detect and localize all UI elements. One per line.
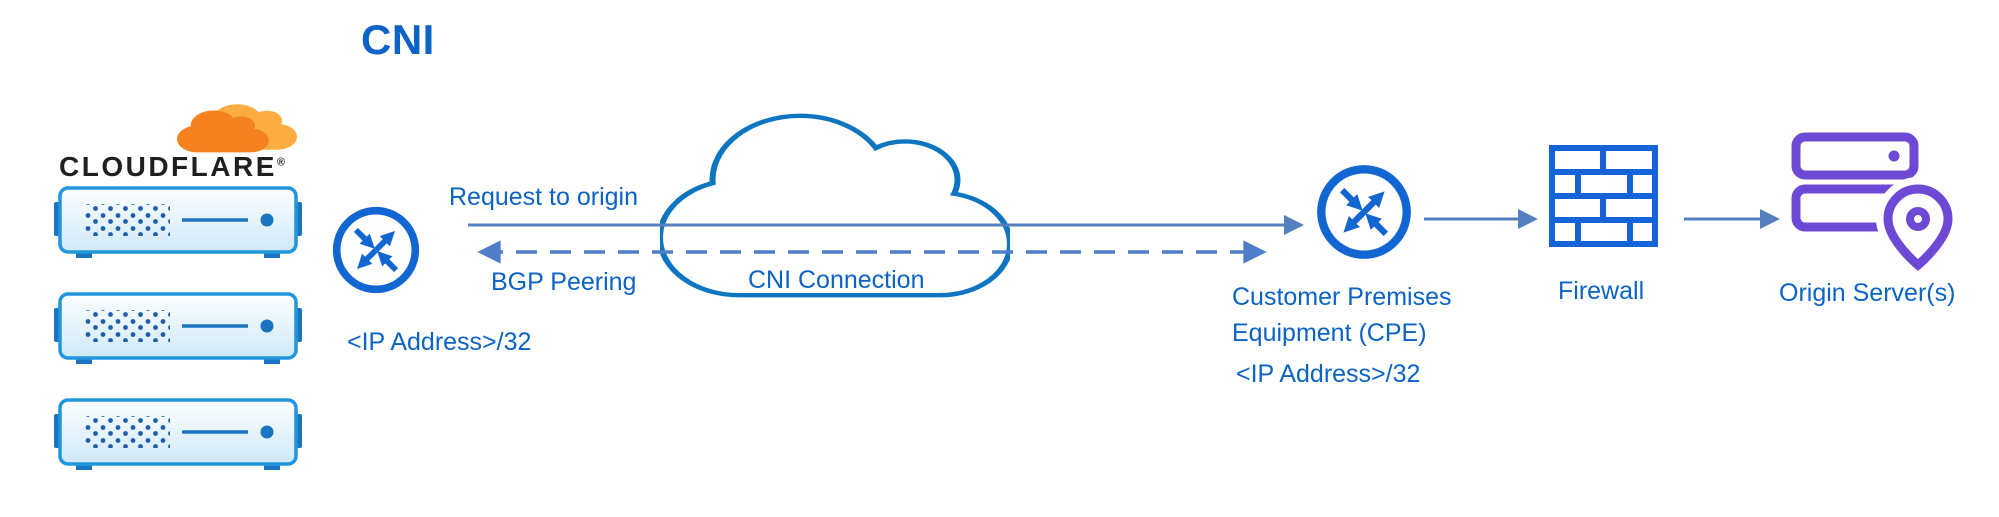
origin-server-icon [1791,132,1955,271]
trademark-symbol: ® [276,156,288,169]
cloudflare-logo: CLOUDFLARE® [59,103,309,183]
cpe-ip-address-label: <IP Address>/32 [1236,360,1421,388]
location-pin-icon [1875,176,1955,271]
cpe-label-line1: Customer Premises [1232,283,1452,311]
diagram-title: CNI [361,16,435,63]
cpe-router-icon [1317,165,1411,259]
server-icon [54,292,302,366]
server-stack-icon [54,186,302,472]
request-to-origin-label: Request to origin [449,183,639,211]
cloudflare-wordmark-text: CLOUDFLARE [59,151,277,182]
server-icon [54,398,302,472]
bgp-peering-label: BGP Peering [491,268,637,296]
firewall-icon [1549,145,1658,247]
server-icon [54,186,302,260]
cni-connection-label: CNI Connection [748,266,925,294]
router-icon [332,206,420,294]
firewall-label: Firewall [1558,277,1645,305]
cpe-label: Customer Premises Equipment (CPE) [1232,279,1452,351]
cloudflare-wordmark: CLOUDFLARE® [59,151,287,183]
origin-servers-label: Origin Server(s) [1779,279,1956,307]
cpe-label-line2: Equipment (CPE) [1232,319,1427,347]
cloudflare-cloud-icon [177,104,297,153]
left-ip-address-label: <IP Address>/32 [347,328,532,356]
